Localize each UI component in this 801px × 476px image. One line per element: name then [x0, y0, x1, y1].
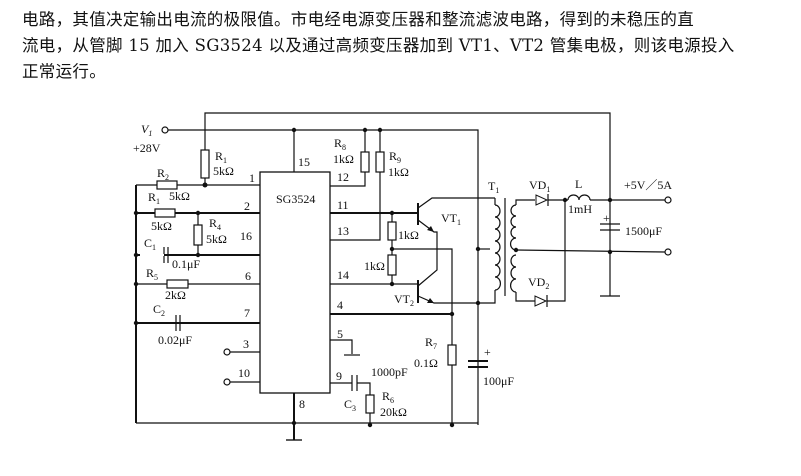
r5-label: R5: [146, 266, 158, 282]
c4-value: 100μF: [483, 374, 514, 388]
resistor-r1: [200, 149, 210, 179]
c2-value: 0.02μF: [158, 333, 192, 347]
chip-label: SG3524: [276, 192, 315, 206]
l-label: L: [575, 177, 582, 191]
pin-label: 6: [245, 269, 251, 283]
sg3524-chip: [259, 171, 331, 394]
v1-label: V1: [141, 122, 152, 138]
pin-label: 14: [337, 268, 349, 282]
output-label: +5V／5A: [624, 178, 672, 192]
transformer-t1: [494, 204, 517, 293]
c3-value: 1000pF: [371, 365, 408, 379]
r7-value: 0.1Ω: [414, 356, 438, 370]
paragraph-line-1: 电路，其值决定输出电流的极限值。市电经电源变压器和整流滤波电路，得到的未稳压的直: [22, 10, 694, 29]
pin-label: 5: [337, 327, 343, 341]
c3-label: C3: [344, 397, 356, 413]
pin3-terminal: [223, 348, 231, 356]
c5-plus: +: [603, 211, 610, 225]
pin-label: 11: [337, 198, 349, 212]
resistor-r6: [365, 394, 375, 414]
vd2-label: VD2: [528, 275, 549, 291]
c5-value: 1500μF: [625, 224, 662, 238]
pin-label: 1: [249, 171, 255, 185]
pin-label: 10: [238, 366, 250, 380]
r9-value: 1kΩ: [388, 165, 409, 179]
resistors: [154, 149, 457, 414]
pin-label: 7: [244, 306, 250, 320]
pin10-terminal: [223, 378, 231, 386]
vt1-emitter-arrow: [427, 226, 434, 232]
vt1-label: VT1: [441, 211, 461, 227]
r7-label: R7: [425, 335, 437, 351]
output-terminal-positive: [664, 196, 672, 204]
pin-label: 9: [336, 369, 342, 383]
r2-label: R2: [157, 166, 169, 182]
r4-value: 5kΩ: [206, 232, 227, 246]
c1-label: C1: [144, 236, 156, 252]
pin-label: 16: [240, 229, 252, 243]
vd1-label: VD1: [529, 178, 550, 194]
l-value: 1mH: [568, 202, 592, 216]
r6-value: 20kΩ: [380, 405, 407, 419]
pin-label: 2: [244, 199, 250, 213]
t1-label: T1: [488, 179, 499, 195]
r8-value: 1kΩ: [333, 152, 354, 166]
resistor-r5: [166, 279, 189, 289]
c2-label: C2: [153, 302, 165, 318]
junction-dots: [133, 127, 613, 428]
resistor-base-2: [387, 254, 397, 276]
resistor-base-1: [387, 221, 397, 241]
resistor-r2: [156, 180, 178, 190]
c4-plus: +: [484, 345, 491, 359]
v1-value: +28V: [133, 141, 161, 155]
rb1-value: 1kΩ: [398, 228, 419, 242]
inductor-l: [567, 194, 591, 201]
r6-label: R6: [382, 389, 394, 405]
vt2-label: VT2: [394, 292, 414, 308]
c1-value: 0.1μF: [172, 257, 200, 271]
r1-value: 5kΩ: [213, 164, 234, 178]
r9-label: R9: [389, 149, 401, 165]
pin-label: 3: [243, 337, 249, 351]
r3-label: R1: [148, 190, 160, 206]
paragraph-line-3: 正常运行。: [22, 62, 106, 81]
r8-label: R8: [334, 136, 346, 152]
r1-label: R1: [215, 149, 227, 165]
pin-label: 15: [298, 155, 310, 169]
resistor-r4: [193, 224, 203, 246]
input-terminal-v1: [161, 126, 169, 134]
capacitors: [140, 223, 620, 391]
resistor-r9: [375, 151, 385, 173]
pin-label: 8: [299, 397, 305, 411]
resistor-r8: [360, 151, 370, 173]
rb2-value: 1kΩ: [364, 259, 385, 273]
labels: V1 +28V SG3524 1 2 16 6 7 3 10 15 12 11 …: [133, 122, 672, 419]
r3-value: 5kΩ: [169, 189, 190, 203]
pin-label: 12: [337, 170, 349, 184]
diode-vd2: [534, 295, 548, 307]
output-terminal-negative: [664, 248, 672, 256]
resistor-r7: [447, 344, 457, 366]
r3-value-2: 5kΩ: [151, 219, 172, 233]
r4-label: R4: [209, 216, 221, 232]
paragraph-line-2: 流电，从管脚 15 加入 SG3524 以及通过高频变压器加到 VT1、VT2 …: [22, 36, 735, 55]
r5-value: 2kΩ: [165, 288, 186, 302]
resistor-r3: [154, 208, 176, 218]
pin-label: 13: [337, 224, 349, 238]
diode-vd1: [535, 194, 549, 206]
vt2-emitter-arrow: [427, 298, 434, 303]
pin-label: 4: [337, 298, 343, 312]
